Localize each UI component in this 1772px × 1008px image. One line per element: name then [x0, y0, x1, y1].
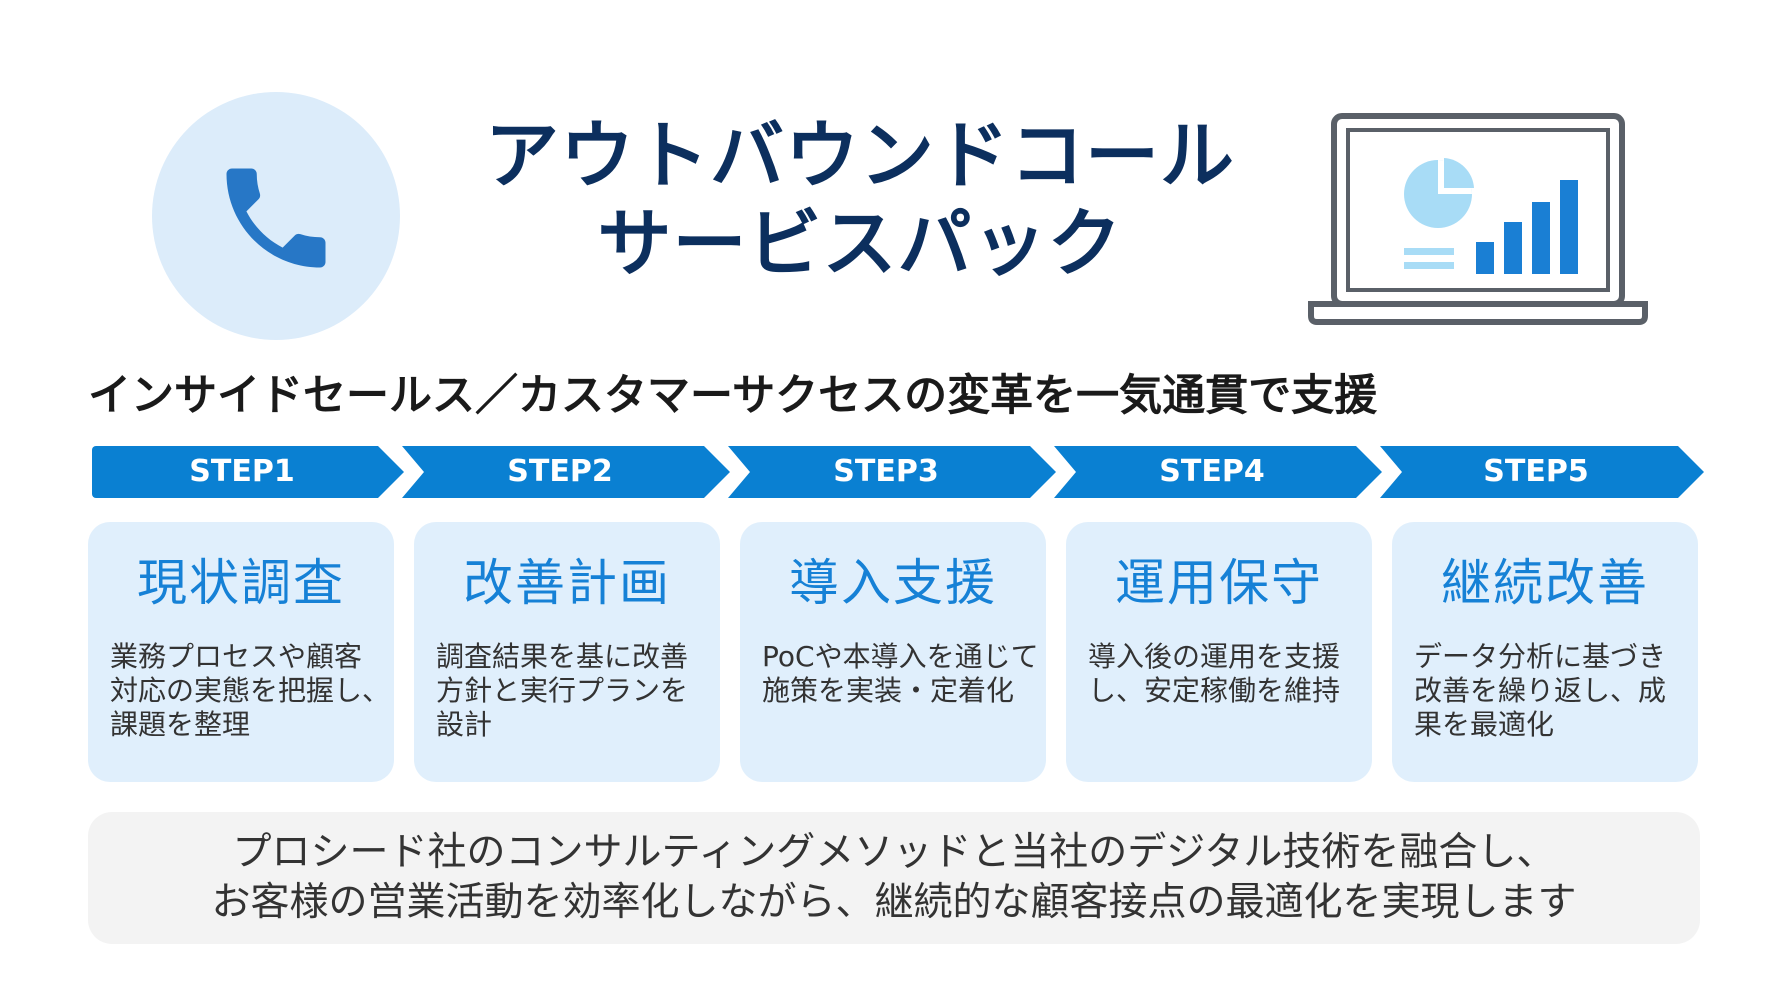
step-2-desc-line: 方針と実行プランを — [436, 674, 689, 707]
step-4-description: 導入後の運用を支援 し、安定稼働を維持 — [1088, 640, 1358, 708]
step-4-card: 運用保守 導入後の運用を支援 し、安定稼働を維持 — [1066, 522, 1372, 782]
step-2-title: 改善計画 — [463, 554, 671, 612]
summary-line-1: プロシード社のコンサルティングメソッドと当社のデジタル技術を融合し、 — [232, 830, 1556, 875]
step-5-card: 継続改善 データ分析に基づき 改善を繰り返し、成 果を最適化 — [1392, 522, 1698, 782]
summary-line-2: お客様の営業活動を効率化しながら、継続的な顧客接点の最適化を実現します — [211, 880, 1577, 925]
step-5-arrow: STEP5 — [1380, 446, 1704, 498]
step-2-arrow: STEP2 — [402, 446, 730, 498]
step-2-description: 調査結果を基に改善 方針と実行プランを 設計 — [436, 640, 706, 742]
step-1-label: STEP1 — [189, 454, 295, 489]
step-4-desc-line: 導入後の運用を支援 — [1088, 640, 1341, 673]
step-2-desc-line: 設計 — [436, 708, 493, 741]
step-5-label: STEP5 — [1483, 454, 1589, 489]
step-5-desc-line: データ分析に基づき — [1414, 640, 1667, 673]
step-5-description: データ分析に基づき 改善を繰り返し、成 果を最適化 — [1414, 640, 1684, 742]
title-line-2: サービスパック — [597, 201, 1123, 287]
step-4-desc-line: し、安定稼働を維持 — [1088, 674, 1341, 707]
step-1-card: 現状調査 業務プロセスや顧客 対応の実態を把握し、 課題を整理 — [88, 522, 394, 782]
step-3-card: 導入支援 PoCや本導入を通じて 施策を実装・定着化 — [740, 522, 1046, 782]
step-arrow-bar: STEP1 STEP2 STEP3 STEP4 STEP5 — [92, 446, 1704, 498]
page-title: アウトバウンドコール サービスパック — [440, 112, 1280, 288]
step-3-description: PoCや本導入を通じて 施策を実装・定着化 — [762, 640, 1039, 708]
step-5-desc-line: 果を最適化 — [1414, 708, 1555, 741]
laptop-chart-icon — [1308, 113, 1648, 325]
step-3-label: STEP3 — [833, 454, 939, 489]
step-1-desc-line: 課題を整理 — [110, 708, 251, 741]
step-2-desc-line: 調査結果を基に改善 — [436, 640, 689, 673]
summary-box: プロシード社のコンサルティングメソッドと当社のデジタル技術を融合し、 お客様の営… — [88, 812, 1700, 944]
step-3-desc-line: PoCや本導入を通じて — [762, 640, 1039, 673]
title-line-1: アウトバウンドコール — [485, 113, 1235, 199]
step-3-title: 導入支援 — [789, 554, 997, 612]
step-1-desc-line: 業務プロセスや顧客 — [110, 640, 363, 673]
step-2-label: STEP2 — [507, 454, 613, 489]
step-1-arrow: STEP1 — [92, 446, 404, 498]
step-3-desc-line: 施策を実装・定着化 — [762, 674, 1015, 707]
phone-icon — [226, 168, 326, 268]
step-3-arrow: STEP3 — [728, 446, 1056, 498]
step-2-card: 改善計画 調査結果を基に改善 方針と実行プランを 設計 — [414, 522, 720, 782]
step-1-title: 現状調査 — [137, 554, 345, 612]
step-4-title: 運用保守 — [1115, 554, 1323, 612]
step-1-desc-line: 対応の実態を把握し、 — [110, 674, 391, 707]
step-1-description: 業務プロセスや顧客 対応の実態を把握し、 課題を整理 — [110, 640, 391, 742]
phone-icon-circle — [152, 92, 400, 340]
step-5-desc-line: 改善を繰り返し、成 — [1414, 674, 1667, 707]
step-5-title: 継続改善 — [1441, 554, 1649, 612]
subtitle: インサイドセールス／カスタマーサクセスの変革を一気通貫で支援 — [88, 371, 1378, 421]
step-4-arrow: STEP4 — [1054, 446, 1382, 498]
step-4-label: STEP4 — [1159, 454, 1265, 489]
